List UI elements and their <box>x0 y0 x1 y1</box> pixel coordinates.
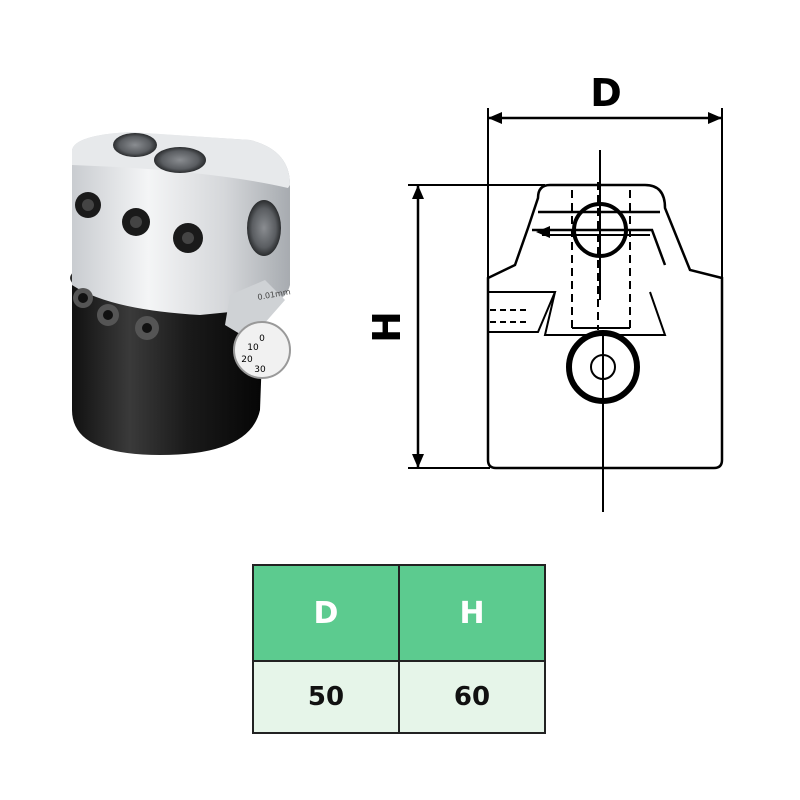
table-header-row: D H <box>252 564 546 662</box>
dimension-table: D H 50 60 <box>252 564 546 734</box>
graduated-dial: 0 10 20 30 <box>233 321 291 379</box>
dial-mark: 0 <box>259 334 265 344</box>
body-outline <box>486 183 724 470</box>
header-h: H <box>398 564 546 662</box>
dial-mark: 10 <box>247 343 259 353</box>
table-row: 50 60 <box>252 660 546 734</box>
boring-head-photo: 0 10 20 30 0.01mm <box>70 132 291 455</box>
dimension-label-d: D <box>590 71 622 115</box>
dimension-label-h: H <box>365 311 409 343</box>
dimension-drawing: D H <box>365 71 724 512</box>
value-d: 50 <box>252 660 400 734</box>
dial-mark: 20 <box>241 355 253 365</box>
value-h: 60 <box>398 660 546 734</box>
header-d: D <box>252 564 400 662</box>
dial-mark: 30 <box>254 365 266 375</box>
